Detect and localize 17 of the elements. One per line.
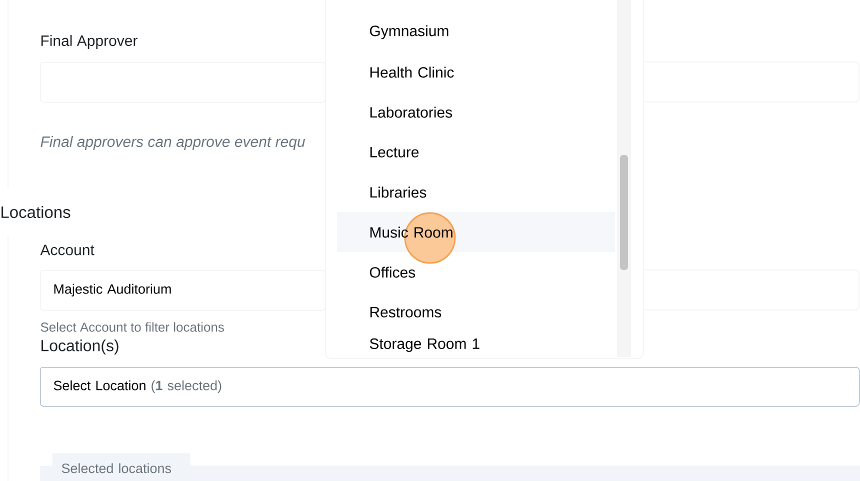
menu-item: Health Clinic [370,66,454,78]
menu-item: Laboratories [370,106,452,118]
field-label: Location(s) [42,340,118,354]
menu-item: Storage Room 1 [370,338,480,352]
select-field: Select Location (1 selected) [40,367,860,406]
input-field: Majestic Auditorium [40,270,326,310]
tab-label: Selected locations [52,453,190,481]
menu-item: Lecture [370,146,419,158]
menu-item: Libraries [370,186,426,198]
menu-item: Offices [370,266,416,278]
help-text: Final approvers can approve event requ [40,136,306,150]
help-text: Select Account to filter locations [40,322,224,332]
field-label: Account [40,244,94,256]
section-heading: Locations [2,206,70,218]
menu-item: Gymnasium [370,25,448,40]
input-field [40,62,326,102]
menu-item: Restrooms [370,306,442,318]
